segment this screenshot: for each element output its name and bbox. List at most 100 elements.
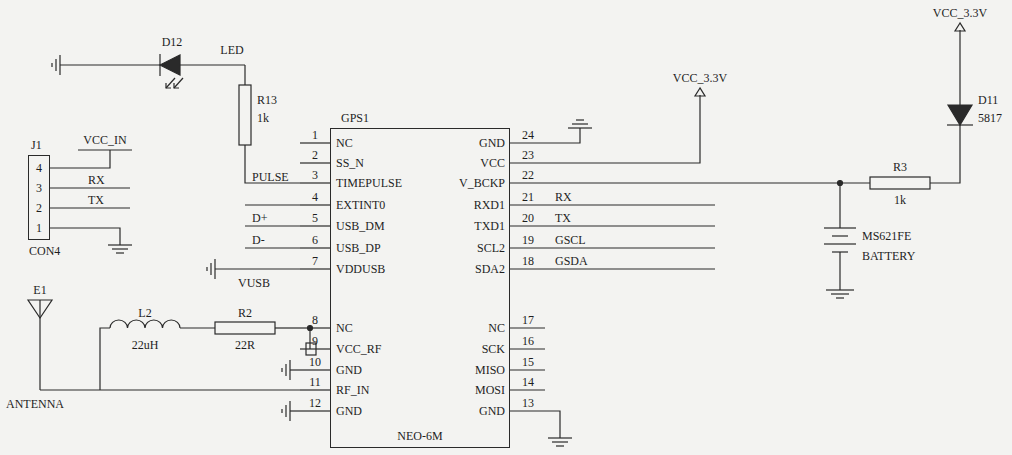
power-label: VCC_3.3V: [673, 72, 727, 84]
part-value: 5817: [978, 112, 1002, 124]
rf-circuit: [28, 300, 316, 390]
pin-number: 9: [312, 335, 318, 347]
pin-stub: [510, 369, 545, 370]
net-label: GSDA: [555, 255, 588, 267]
pin-name: VCC: [480, 157, 505, 169]
part-name: BATTERY: [862, 250, 915, 262]
pin-name: GND: [479, 405, 505, 417]
pin-number: 16: [522, 335, 534, 347]
right-wires: [545, 23, 973, 446]
net-label: VCC_IN: [83, 134, 126, 146]
pin-name: SDA2: [475, 263, 505, 275]
part-value: 1k: [894, 194, 906, 206]
pin-stub: [300, 389, 330, 390]
pin-number: 18: [522, 255, 534, 267]
pin-name: VCC_RF: [336, 343, 381, 355]
connector-wires: [50, 150, 132, 253]
pin-stub: [300, 247, 330, 248]
part-name: ANTENNA: [6, 398, 64, 410]
pin-number: 5: [312, 212, 318, 224]
pin-number: 6: [312, 234, 318, 246]
pin-number: 10: [309, 356, 321, 368]
pin-name: MISO: [475, 364, 505, 376]
net-label: D+: [252, 212, 267, 224]
pin-number: 21: [522, 191, 534, 203]
pin-number: 8: [312, 314, 318, 326]
pin-name: NC: [336, 137, 353, 149]
pin-number: 11: [309, 376, 321, 388]
part-name: CON4: [29, 244, 60, 259]
power-label: VCC_3.3V: [933, 7, 987, 19]
pin-number: 1: [36, 222, 42, 234]
pin-stub: [300, 369, 330, 370]
part-name: LED: [220, 44, 243, 56]
pin-stub: [300, 410, 330, 411]
pin-number: 3: [36, 182, 42, 194]
pin-stub: [300, 327, 330, 328]
pin-name: GND: [336, 405, 362, 417]
net-label: D-: [252, 234, 265, 246]
pin-name: USB_DM: [336, 220, 385, 232]
pin-name: GND: [479, 137, 505, 149]
left-wires: [207, 205, 300, 421]
pin-name: VDDUSB: [336, 263, 385, 275]
pin-stub: [300, 348, 330, 349]
pin-number: 24: [522, 129, 534, 141]
pin-name: RF_IN: [336, 384, 369, 396]
pin-number: 17: [522, 314, 534, 326]
pin-number: 3: [312, 169, 318, 181]
pin-number: 1: [312, 129, 318, 141]
pin-name: USB_DP: [336, 242, 381, 254]
pin-name: RXD1: [474, 199, 505, 211]
pin-name: V_BCKP: [459, 177, 505, 189]
pin-stub: [510, 268, 545, 269]
gps-module-box: GPS1NEO-6M: [330, 128, 510, 448]
part-designator: GPS1: [341, 111, 369, 126]
pin-stub: [510, 204, 545, 205]
pin-number: 20: [522, 212, 534, 224]
net-label: VUSB: [238, 277, 270, 289]
pin-number: 12: [309, 397, 321, 409]
part-designator: L2: [138, 307, 151, 319]
pin-name: TIMEPULSE: [336, 177, 402, 189]
pin-stub: [300, 204, 330, 205]
pin-stub: [300, 162, 330, 163]
pin-name: SCL2: [477, 242, 505, 254]
pin-name: NC: [336, 322, 353, 334]
pin-stub: [510, 162, 545, 163]
part-designator: D11: [978, 94, 998, 106]
pin-stub: [510, 348, 545, 349]
pin-name: SS_N: [336, 157, 364, 169]
pin-name: TXD1: [474, 220, 505, 232]
pin-stub: [510, 182, 545, 183]
pin-number: 23: [522, 149, 534, 161]
part-designator: R2: [238, 307, 252, 319]
pin-number: 4: [312, 191, 318, 203]
pin-name: EXTINT0: [336, 199, 385, 211]
part-designator: D12: [162, 36, 183, 48]
pin-number: 2: [312, 149, 318, 161]
pin-stub: [510, 389, 545, 390]
pin-stub: [510, 247, 545, 248]
net-label: RX: [88, 174, 105, 186]
pin-stub: [300, 225, 330, 226]
part-designator: J1: [31, 138, 42, 153]
pin-number: 19: [522, 234, 534, 246]
part-name: MS621FE: [862, 230, 911, 242]
part-value: 22uH: [132, 339, 159, 351]
pin-number: 15: [522, 356, 534, 368]
pin-number: 22: [522, 169, 534, 181]
pin-stub: [300, 142, 330, 143]
pin-name: NC: [488, 322, 505, 334]
net-label: TX: [555, 212, 571, 224]
part-value: 22R: [235, 339, 255, 351]
pin-stub: [300, 268, 330, 269]
part-designator: E1: [33, 284, 46, 296]
pin-stub: [510, 327, 545, 328]
led-circuit: [52, 54, 300, 183]
pin-stub: [510, 410, 545, 411]
pin-number: 7: [312, 255, 318, 267]
pin-stub: [510, 225, 545, 226]
